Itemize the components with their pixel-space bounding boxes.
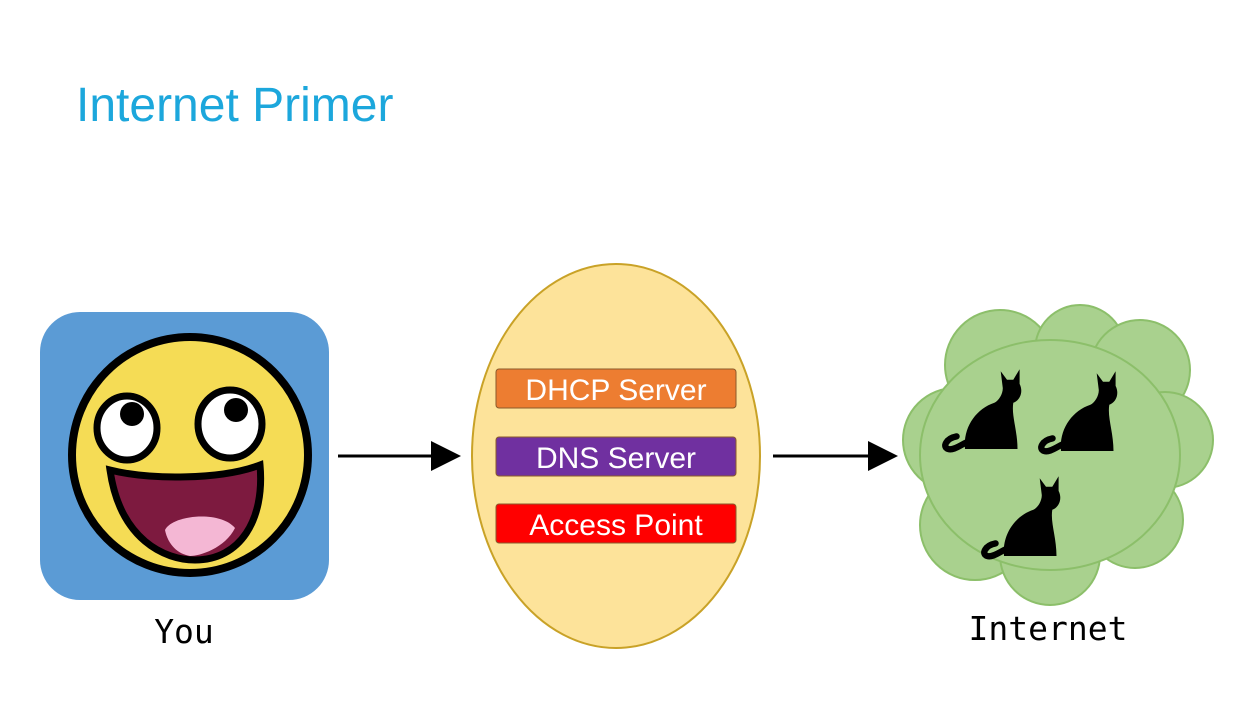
page-title: Internet Primer: [76, 79, 394, 132]
dns-server-label: DNS Server: [536, 442, 696, 475]
dhcp-server-label: DHCP Server: [525, 374, 706, 407]
you-node: You: [40, 312, 329, 651]
access-point-box: Access Point: [495, 503, 737, 544]
dhcp-server-box: DHCP Server: [495, 368, 737, 409]
access-point-rect: [495, 503, 737, 544]
dns-server-rect: [495, 436, 737, 477]
dhcp-server-rect: [495, 368, 737, 409]
router-node: DHCP Server DNS Server Access Point: [471, 263, 761, 649]
dns-server-box: DNS Server: [495, 436, 737, 477]
internet-node: Internet: [902, 304, 1214, 648]
access-point-label: Access Point: [529, 509, 703, 542]
internet-label: Internet: [969, 609, 1128, 648]
cloud-icon: [902, 304, 1214, 606]
smiley-face-icon: [68, 333, 312, 577]
you-label: You: [154, 612, 214, 651]
